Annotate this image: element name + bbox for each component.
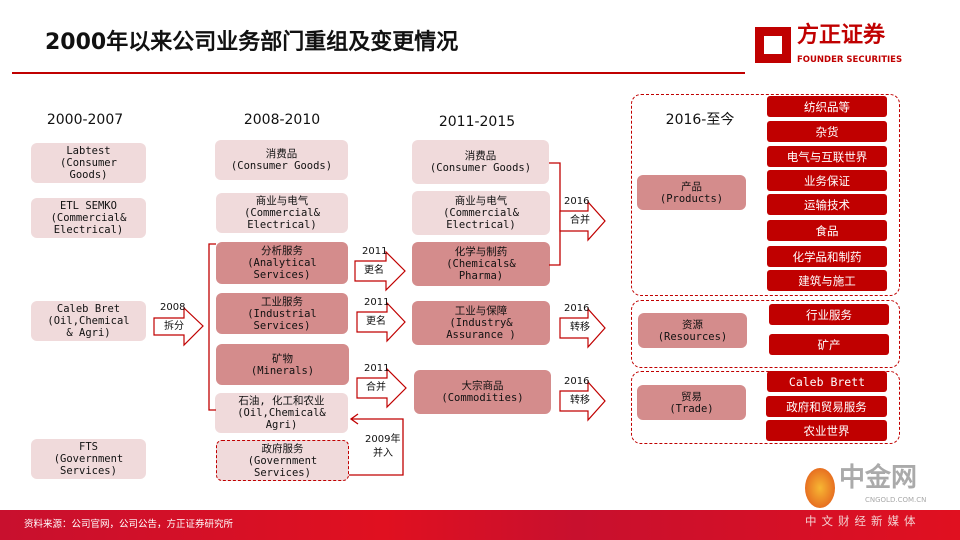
logo-name: 方正证券 [797, 23, 886, 48]
business-box: FTS (Government Services) [31, 439, 146, 479]
business-box: 化学与制药 (Chemicals& Pharma) [412, 242, 550, 286]
arrow-year: 2008 [160, 302, 186, 313]
division-item: Caleb Brett [767, 371, 887, 392]
arrow-action: 更名 [366, 316, 386, 327]
column-header: 2016-至今 [665, 112, 735, 128]
page-title: 2000年以来公司业务部门重组及变更情况 [45, 30, 459, 55]
arrow-year: 2016 [564, 376, 590, 387]
arrow-year: 2009年 [365, 434, 401, 445]
products-group [631, 94, 900, 296]
arrow-action: 转移 [570, 322, 590, 333]
division-item: 农业世界 [766, 420, 887, 441]
business-box: 消费品 (Consumer Goods) [412, 140, 549, 184]
resources-group [631, 300, 900, 368]
arrow-year: 2016 [564, 303, 590, 314]
watermark-sub: 中文财经新媒体 [805, 514, 921, 528]
footer-bar [0, 510, 960, 540]
business-box: 矿物 (Minerals) [216, 344, 349, 385]
division-item: 杂货 [767, 121, 887, 142]
watermark: 中金网 CNGOLD.COM.CN 中文财经新媒体 [805, 464, 955, 538]
arrow-action: 更名 [364, 265, 384, 276]
division-item: 建筑与施工 [767, 270, 887, 291]
division-item: 电气与互联世界 [767, 146, 887, 167]
business-box: Labtest (Consumer Goods) [31, 143, 146, 183]
arrow-year: 2016 [564, 196, 590, 207]
arrow-year: 2011 [364, 363, 390, 374]
business-box: 商业与电气 (Commercial& Electrical) [216, 193, 348, 233]
column-header: 2011-2015 [438, 114, 516, 130]
division-item: 业务保证 [767, 170, 887, 191]
business-box: ETL SEMKO (Commercial& Electrical) [31, 198, 146, 238]
business-box: 消费品 (Consumer Goods) [215, 140, 348, 180]
business-box: 分析服务 (Analytical Services) [216, 242, 348, 284]
division-item: 运输技术 [767, 194, 887, 215]
division-item: 化学品和制药 [767, 246, 887, 267]
business-box: 政府服务 (Government Services) [216, 440, 349, 481]
watermark-url: CNGOLD.COM.CN [865, 496, 927, 504]
logo-mark-icon [755, 27, 791, 63]
resources-box: 资源 (Resources) [638, 313, 747, 348]
trade-group [631, 371, 900, 444]
watermark-name: 中金网 [839, 463, 918, 493]
arrow-year: 2011 [362, 246, 388, 257]
arrow-action: 并入 [373, 448, 393, 459]
arrow-year: 2011 [364, 297, 390, 308]
logo-sub: FOUNDER SECURITIES [797, 55, 903, 65]
watermark-logo-icon [805, 468, 835, 508]
title-underline [12, 72, 745, 74]
business-box: Caleb Bret (Oil,Chemical & Agri) [31, 301, 146, 341]
business-box: 石油, 化工和农业 (Oil,Chemical& Agri) [215, 393, 348, 433]
division-item: 行业服务 [769, 304, 889, 325]
business-box: 大宗商品 (Commodities) [414, 370, 551, 414]
products-box: 产品 (Products) [637, 175, 746, 210]
arrow-action: 转移 [570, 395, 590, 406]
business-box: 商业与电气 (Commercial& Electrical) [412, 191, 550, 235]
arrow-action: 拆分 [164, 321, 184, 332]
division-item: 矿产 [769, 334, 889, 355]
column-header: 2008-2010 [243, 112, 321, 128]
column-header: 2000-2007 [46, 112, 124, 128]
business-box: 工业与保障 (Industry& Assurance ) [412, 301, 550, 345]
division-item: 纺织品等 [767, 96, 887, 117]
source-note: 资料来源：公司官网，公司公告，方正证券研究所 [24, 519, 234, 530]
business-box: 工业服务 (Industrial Services) [216, 293, 348, 334]
trade-box: 贸易 (Trade) [637, 385, 746, 420]
arrow-action: 合并 [570, 215, 590, 226]
division-item: 政府和贸易服务 [766, 396, 887, 417]
division-item: 食品 [767, 220, 887, 241]
founder-logo: 方正证券 FOUNDER SECURITIES [755, 24, 920, 70]
arrow-action: 合并 [366, 382, 386, 393]
